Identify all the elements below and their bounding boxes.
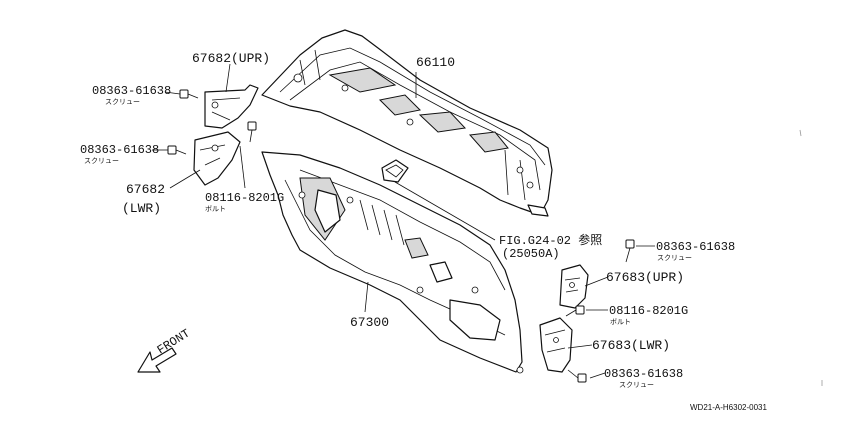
scan-marks: [799, 129, 823, 386]
dash-panel: [261, 151, 524, 374]
label-bolt-left: 08116-8201G: [205, 191, 284, 205]
bracket-upr-right: [559, 264, 589, 309]
leader-lines: [152, 63, 655, 379]
bolt-right: [565, 305, 585, 317]
label-bracket-lwr-left-pos: (LWR): [122, 201, 161, 216]
label-screw-b-jp: スクリュー: [84, 157, 119, 165]
label-cowl-top: 66110: [416, 55, 455, 70]
bolt-left: [247, 121, 257, 143]
label-bolt-right: 08116-8201G: [609, 304, 688, 318]
label-screw-d-jp: スクリュー: [619, 381, 654, 389]
label-screw-c-jp: スクリュー: [657, 254, 692, 262]
screw-left-lower: [167, 145, 187, 155]
bracket-lwr-left: [193, 131, 241, 186]
label-bracket-upr-left: 67682(UPR): [192, 51, 270, 66]
bracket-upr-left: [204, 84, 259, 129]
label-screw-d: 08363-61638: [604, 367, 683, 381]
drawing-code: WD21-A-H6302-0031: [690, 403, 767, 412]
screw-left-upper: [179, 89, 199, 99]
label-fig-ref: FIG.G24-02 参照: [499, 232, 602, 248]
label-bracket-lwr-left-num: 67682: [126, 182, 165, 197]
label-screw-a: 08363-61638: [92, 84, 171, 98]
bracket-lwr-right: [539, 317, 573, 373]
label-bracket-lwr-right: 67683(LWR): [592, 338, 670, 353]
label-bracket-upr-right: 67683(UPR): [606, 270, 684, 285]
label-screw-a-jp: スクリュー: [105, 98, 140, 106]
label-dash-panel: 67300: [350, 315, 389, 330]
label-screw-b: 08363-61638: [80, 143, 159, 157]
label-screw-c: 08363-61638: [656, 240, 735, 254]
label-fig-ref-part: (25050A): [502, 247, 560, 261]
arrow-down-left-icon: [137, 347, 177, 373]
label-bolt-left-jp: ボルト: [205, 205, 226, 213]
cowl-top-panel: [261, 29, 553, 217]
label-bolt-right-jp: ボルト: [610, 318, 631, 326]
screw-right-lower: [567, 369, 587, 383]
grommet-plug: [381, 159, 409, 183]
screw-right-upper: [625, 239, 635, 263]
